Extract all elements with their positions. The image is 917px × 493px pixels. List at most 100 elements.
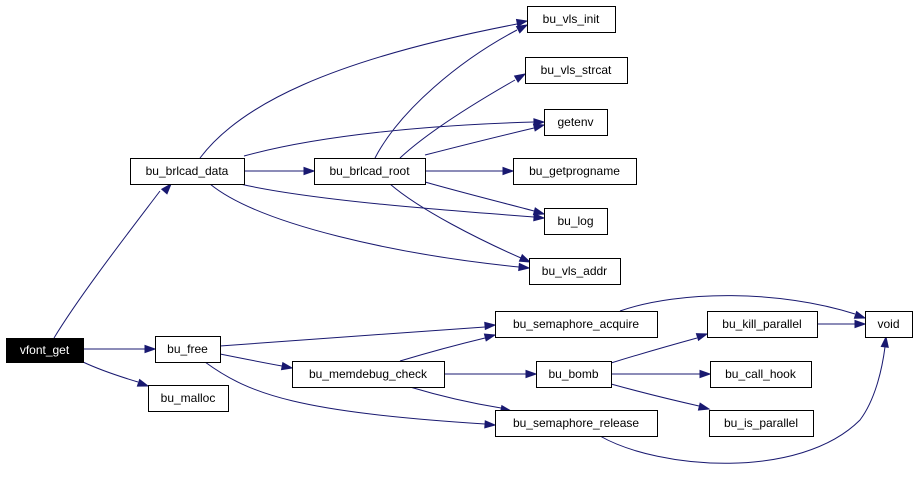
edge-bu-brlcad-root-to-bu-vls-init: [374, 24, 529, 159]
node-label: bu_kill_parallel: [722, 317, 801, 331]
node-box: [707, 311, 818, 338]
node-bu-brlcad-root[interactable]: bu_brlcad_root: [314, 158, 426, 185]
arrowhead-icon: [853, 310, 867, 319]
node-label: bu_brlcad_data: [146, 164, 229, 178]
arrowhead-icon: [483, 333, 497, 342]
edge-line: [610, 337, 698, 364]
edge-bu-semaphore-release-to-void: [599, 335, 889, 464]
node-bu-call-hook[interactable]: bu_call_hook: [710, 361, 812, 388]
arrowhead-icon: [502, 166, 515, 176]
edge-bu-free-to-bu-semaphore-release: [204, 361, 497, 429]
node-vfont-get[interactable]: vfont_get: [6, 338, 84, 363]
node-label: bu_getprogname: [529, 164, 620, 178]
edge-bu-semaphore-acquire-to-void: [619, 295, 867, 319]
edge-bu-brlcad-root-to-getenv: [424, 123, 546, 156]
node-label: bu_call_hook: [725, 367, 797, 381]
node-box: [155, 336, 221, 363]
node-box: [544, 208, 608, 235]
node-label: bu_free: [167, 342, 208, 356]
node-box: [292, 361, 445, 388]
edge-bu-bomb-to-bu-kill-parallel: [610, 333, 709, 364]
edge-line: [204, 361, 486, 425]
node-label: void: [877, 317, 899, 331]
edge-bu-brlcad-root-to-bu-vls-strcat: [399, 73, 527, 159]
node-bu-semaphore-acquire[interactable]: bu_semaphore_acquire: [495, 311, 658, 338]
node-label: bu_log: [557, 214, 593, 228]
edge-bu-kill-parallel-to-void: [817, 319, 867, 329]
node-label: bu_semaphore_release: [513, 416, 639, 430]
node-void[interactable]: void: [865, 311, 913, 338]
arrowhead-icon: [160, 182, 173, 195]
node-box: [865, 311, 913, 338]
edge-line: [82, 361, 139, 383]
node-box: [6, 338, 84, 363]
node-box: [314, 158, 426, 185]
arrowhead-icon: [136, 378, 150, 387]
arrowhead-icon: [695, 333, 709, 342]
arrowhead-icon: [144, 344, 157, 354]
edge-bu-brlcad-root-to-bu-vls-addr: [389, 183, 532, 263]
edge-vfont-get-to-bu-free: [83, 344, 157, 354]
node-bu-memdebug-check[interactable]: bu_memdebug_check: [292, 361, 445, 388]
edge-line: [389, 183, 522, 259]
edge-vfont-get-to-bu-brlcad-data: [53, 182, 173, 339]
arrowhead-icon: [513, 73, 527, 83]
arrowhead-icon: [515, 18, 529, 28]
edge-bu-brlcad-data-to-getenv: [243, 118, 546, 157]
edge-bu-brlcad-root-to-bu-log: [424, 181, 546, 216]
node-bu-semaphore-release[interactable]: bu_semaphore_release: [495, 410, 658, 437]
edge-line: [239, 183, 535, 218]
arrowhead-icon: [484, 321, 497, 331]
edge-line: [610, 383, 700, 407]
node-label: bu_vls_init: [543, 12, 600, 26]
edge-line: [599, 346, 886, 464]
edge-bu-brlcad-data-to-bu-log: [239, 183, 546, 222]
edge-line: [53, 190, 161, 339]
node-bu-getprogname[interactable]: bu_getprogname: [513, 158, 637, 185]
node-label: bu_vls_strcat: [541, 63, 612, 77]
arrowhead-icon: [280, 361, 294, 371]
arrowhead-icon: [533, 213, 546, 222]
node-box: [495, 410, 658, 437]
edge-bu-memdebug-check-to-bu-semaphore-acquire: [399, 333, 497, 362]
edge-bu-brlcad-data-to-bu-vls-init: [199, 18, 529, 159]
node-bu-malloc[interactable]: bu_malloc: [148, 385, 229, 412]
node-label: bu_memdebug_check: [309, 367, 428, 381]
node-label: bu_is_parallel: [724, 416, 798, 430]
arrowhead-icon: [880, 335, 889, 348]
node-bu-is-parallel[interactable]: bu_is_parallel: [709, 410, 814, 437]
node-bu-free[interactable]: bu_free: [155, 336, 221, 363]
node-box: [544, 109, 608, 136]
edge-bu-bomb-to-bu-call-hook: [610, 369, 712, 379]
edge-line: [374, 29, 518, 159]
node-getenv[interactable]: getenv: [544, 109, 608, 136]
arrowhead-icon: [518, 262, 531, 272]
edge-line: [219, 326, 486, 347]
node-layer: vfont_getbu_brlcad_databu_freebu_mallocb…: [6, 6, 913, 437]
node-bu-vls-init[interactable]: bu_vls_init: [527, 6, 616, 33]
edge-line: [409, 386, 502, 409]
node-label: getenv: [557, 115, 593, 129]
node-box: [709, 410, 814, 437]
node-label: bu_bomb: [548, 367, 598, 381]
edge-vfont-get-to-bu-malloc: [82, 361, 150, 387]
edge-line: [219, 353, 283, 367]
node-bu-vls-strcat[interactable]: bu_vls_strcat: [525, 57, 628, 84]
node-box: [130, 158, 245, 185]
node-label: bu_malloc: [161, 391, 216, 405]
edge-bu-brlcad-data-to-bu-vls-addr: [209, 183, 531, 272]
edge-line: [399, 337, 486, 362]
arrowhead-icon: [484, 420, 497, 429]
node-label: bu_vls_addr: [542, 264, 607, 278]
edge-line: [424, 181, 535, 212]
node-bu-log[interactable]: bu_log: [544, 208, 608, 235]
node-box: [529, 258, 621, 285]
node-bu-vls-addr[interactable]: bu_vls_addr: [529, 258, 621, 285]
node-bu-bomb[interactable]: bu_bomb: [536, 361, 612, 388]
node-box: [536, 361, 612, 388]
arrowhead-icon: [525, 369, 538, 379]
node-bu-brlcad-data[interactable]: bu_brlcad_data: [130, 158, 245, 185]
node-bu-kill-parallel[interactable]: bu_kill_parallel: [707, 311, 818, 338]
arrowhead-icon: [532, 207, 546, 216]
